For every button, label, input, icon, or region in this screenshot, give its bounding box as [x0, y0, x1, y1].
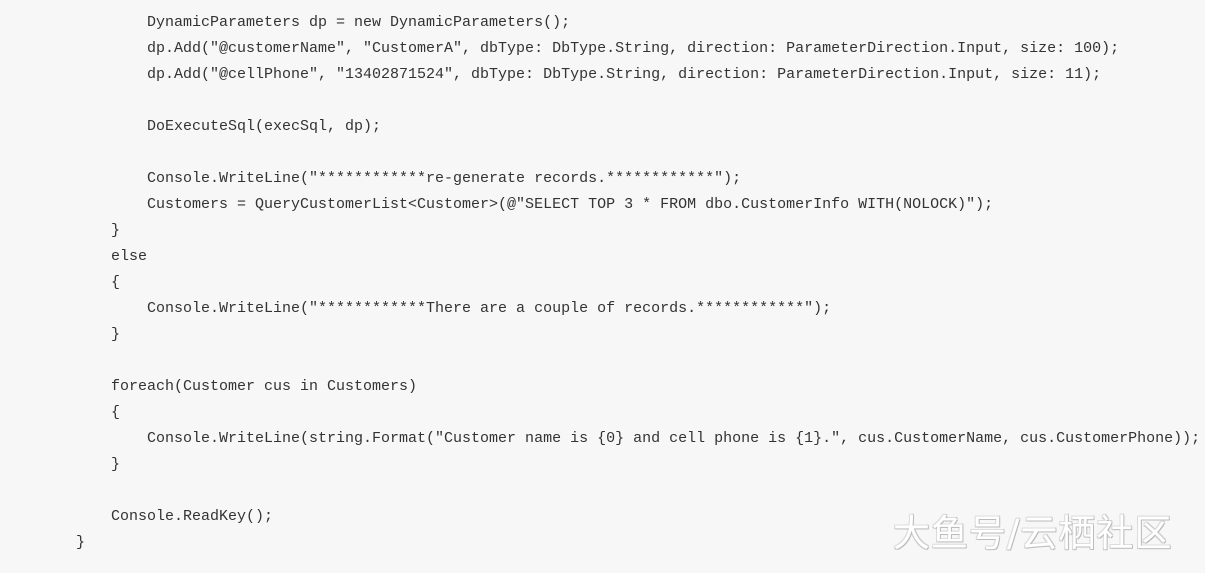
code-line: } [111, 326, 121, 343]
watermark: 大鱼号/云栖社区 [893, 512, 1173, 555]
code-line: dp.Add("@customerName", "CustomerA", dbT… [147, 40, 1120, 57]
code-line: DoExecuteSql(execSql, dp); [147, 118, 382, 135]
code-line: Customers = QueryCustomerList<Customer>(… [147, 196, 994, 213]
code-line [4, 88, 1200, 114]
code-line: foreach(Customer cus in Customers) [111, 378, 418, 395]
code-line: Console.WriteLine("************re-genera… [147, 170, 742, 187]
code-line: DynamicParameters dp = new DynamicParame… [147, 14, 571, 31]
code-line: { [111, 274, 121, 291]
code-line: } [111, 222, 121, 239]
code-line: Console.WriteLine(string.Format("Custome… [147, 430, 1201, 447]
code-line [4, 140, 1200, 166]
code-line: Console.WriteLine("************There are… [147, 300, 832, 317]
code-line: Console.ReadKey(); [111, 508, 274, 525]
code-line: } [111, 456, 121, 473]
code-line: { [111, 404, 121, 421]
code-line [4, 348, 1200, 374]
code-line: else [111, 248, 148, 265]
code-line [4, 478, 1200, 504]
code-block: DynamicParameters dp = new DynamicParame… [4, 10, 1200, 556]
code-line: dp.Add("@cellPhone", "13402871524", dbTy… [147, 66, 1102, 83]
code-line: } [76, 534, 86, 551]
